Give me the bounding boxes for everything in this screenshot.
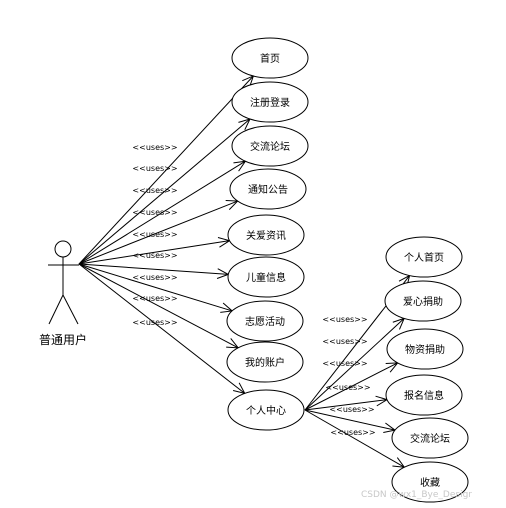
uses-label: <<uses>> <box>132 143 177 152</box>
use-case-main-3-ellipse <box>231 125 309 167</box>
uses-label: <<uses>> <box>322 359 367 368</box>
uses-label: <<uses>> <box>330 428 375 437</box>
use-case-main-6-line <box>78 263 229 275</box>
relations-layer <box>78 75 411 468</box>
use-case-main-2-line <box>78 118 251 265</box>
use-case-main-1-label: 首页 <box>260 52 280 65</box>
use-case-main-1-ellipse <box>231 37 309 79</box>
use-case-personal-6-line <box>304 409 405 468</box>
use-case-main-8-line <box>78 263 239 349</box>
uses-label: <<uses>> <box>132 273 177 282</box>
watermark: CSDN @wx1_Bye_Desigr <box>361 490 472 500</box>
use-case-personal-5-line <box>304 409 396 431</box>
uses-label: <<uses>> <box>132 230 177 239</box>
actor-figure <box>48 240 79 325</box>
use-case-personal-3-ellipse <box>386 328 464 370</box>
use-case-main-3-label: 交流论坛 <box>250 140 290 153</box>
uses-label: <<uses>> <box>329 405 374 414</box>
use-case-main-7-label: 志愿活动 <box>245 315 285 328</box>
uses-label: <<uses>> <box>325 383 370 392</box>
use-case-main-4-ellipse <box>229 168 307 210</box>
use-case-main-9-ellipse <box>227 389 305 431</box>
use-case-main-6-label: 儿童信息 <box>246 271 286 284</box>
use-case-personal-2-ellipse <box>384 280 462 322</box>
use-case-main-1-line <box>78 75 254 265</box>
use-cases-layer: 首页注册登录交流论坛通知公告关爱资讯儿童信息志愿活动我的账户个人中心个人首页爱心… <box>226 37 469 503</box>
use-case-main-2-ellipse <box>231 81 309 123</box>
uses-label: <<uses>> <box>132 294 177 303</box>
use-case-main-5-ellipse <box>227 214 305 256</box>
use-case-main-7-ellipse <box>226 300 304 342</box>
use-case-main-9-line <box>78 263 246 394</box>
uses-label: <<uses>> <box>322 337 367 346</box>
actor-head <box>54 240 72 258</box>
use-case-main-3-line <box>78 160 246 265</box>
use-case-personal-5-label: 交流论坛 <box>410 432 450 445</box>
actor-label: 普通用户 <box>39 332 87 347</box>
use-case-personal-6-ellipse <box>391 461 469 503</box>
use-case-main-6-ellipse <box>227 256 305 298</box>
use-case-main-5-line <box>78 240 230 265</box>
use-case-personal-2-label: 爱心捐助 <box>403 295 443 308</box>
use-case-personal-1-label: 个人首页 <box>404 251 444 264</box>
use-case-main-7-line <box>78 263 233 312</box>
uses-label: <<uses>> <box>132 251 177 260</box>
stereotype-labels-layer: <<uses>> <<uses>> <<uses>> <<uses>> <<uses>>… <box>132 143 375 437</box>
uses-label: <<uses>> <box>132 318 177 327</box>
use-case-main-4-label: 通知公告 <box>248 183 288 196</box>
use-case-personal-4-label: 报名信息 <box>404 389 444 402</box>
use-case-personal-5-ellipse <box>391 417 469 459</box>
use-case-personal-1-ellipse <box>385 236 463 278</box>
use-case-personal-3-label: 物资捐助 <box>405 343 445 356</box>
use-case-personal-4-ellipse <box>385 374 463 416</box>
use-case-main-8-ellipse <box>226 341 304 383</box>
use-case-personal-6-label: 收藏 <box>420 476 440 489</box>
uses-label: <<uses>> <box>132 208 177 217</box>
use-case-main-2-label: 注册登录 <box>250 96 290 109</box>
use-case-personal-2-line <box>304 318 405 411</box>
use-case-main-8-label: 我的账户 <box>245 356 285 369</box>
use-case-personal-3-line <box>304 362 398 411</box>
uses-label: <<uses>> <box>132 186 177 195</box>
use-case-personal-4-line <box>304 399 388 411</box>
uses-label: <<uses>> <box>322 315 367 324</box>
actor-right-leg <box>62 294 79 325</box>
use-case-main-4-line <box>78 200 238 265</box>
uses-label: <<uses>> <box>132 164 177 173</box>
use-case-main-5-label: 关爱资讯 <box>246 229 286 242</box>
use-case-main-9-label: 个人中心 <box>246 404 286 417</box>
actor-left-leg <box>48 294 64 325</box>
